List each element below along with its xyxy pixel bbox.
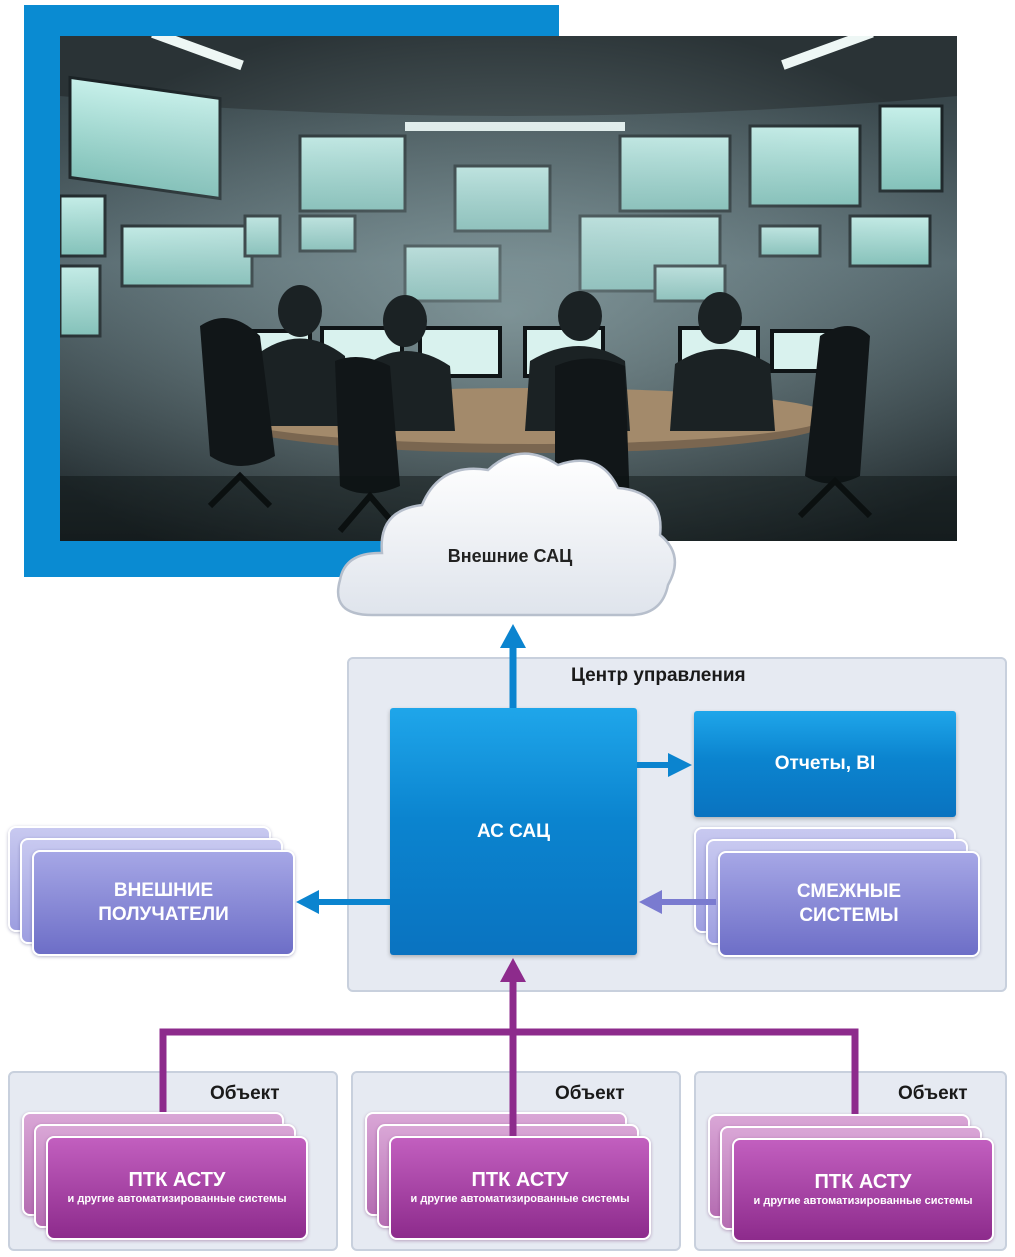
external-centers-label: Внешние САЦ <box>447 546 573 566</box>
control-center-title: Центр управления <box>571 665 746 686</box>
ptk-name-1: ПТК АСТУ <box>128 1169 226 1192</box>
ptk-stack-1: ПТК АСТУ и другие автоматизированные сис… <box>22 1112 308 1240</box>
arrow-from-adjacent-head <box>639 890 662 914</box>
ptk-name-2: ПТК АСТУ <box>471 1169 569 1192</box>
core-system-label: АС САЦ <box>476 820 551 842</box>
object-title-1: Объект <box>210 1083 280 1104</box>
ptk-box-1: ПТК АСТУ и другие автоматизированные сис… <box>46 1136 308 1240</box>
objects-uplink-arrow-head <box>500 958 526 982</box>
arrow-to-cloud-head <box>500 624 526 648</box>
adjacent-systems-label: СМЕЖНЫЕ СИСТЕМЫ <box>796 881 902 926</box>
ptk-sub-2: и другие автоматизированные системы <box>410 1193 630 1206</box>
reports-label: Отчеты, BI <box>774 753 876 774</box>
arrow-to-external-head <box>296 890 319 914</box>
core-system-box: АС САЦ <box>390 708 637 955</box>
ptk-sub-3: и другие автоматизированные системы <box>753 1195 973 1208</box>
reports-box: Отчеты, BI <box>694 711 956 817</box>
adjacent-systems-stack: СМЕЖНЫЕ СИСТЕМЫ <box>694 827 980 957</box>
external-recipients-box: ВНЕШНИЕ ПОЛУЧАТЕЛИ <box>32 850 295 956</box>
objects-bus-line <box>159 1028 859 1114</box>
external-recipients-label: ВНЕШНИЕ ПОЛУЧАТЕЛИ <box>98 880 229 925</box>
ptk-stack-3: ПТК АСТУ и другие автоматизированные сис… <box>708 1114 994 1242</box>
ptk-box-2: ПТК АСТУ и другие автоматизированные сис… <box>389 1136 651 1240</box>
adjacent-systems-box: СМЕЖНЫЕ СИСТЕМЫ <box>718 851 980 957</box>
ptk-sub-1: и другие автоматизированные системы <box>67 1193 287 1206</box>
external-centers-cloud <box>336 452 677 617</box>
external-recipients-stack: ВНЕШНИЕ ПОЛУЧАТЕЛИ <box>8 826 295 956</box>
object-title-3: Объект <box>898 1083 968 1104</box>
ptk-box-3: ПТК АСТУ и другие автоматизированные сис… <box>732 1138 994 1242</box>
arrow-to-reports-head <box>668 753 692 777</box>
object-title-2: Объект <box>555 1083 625 1104</box>
ptk-name-3: ПТК АСТУ <box>814 1171 912 1194</box>
ptk-stack-2: ПТК АСТУ и другие автоматизированные сис… <box>365 1112 651 1240</box>
